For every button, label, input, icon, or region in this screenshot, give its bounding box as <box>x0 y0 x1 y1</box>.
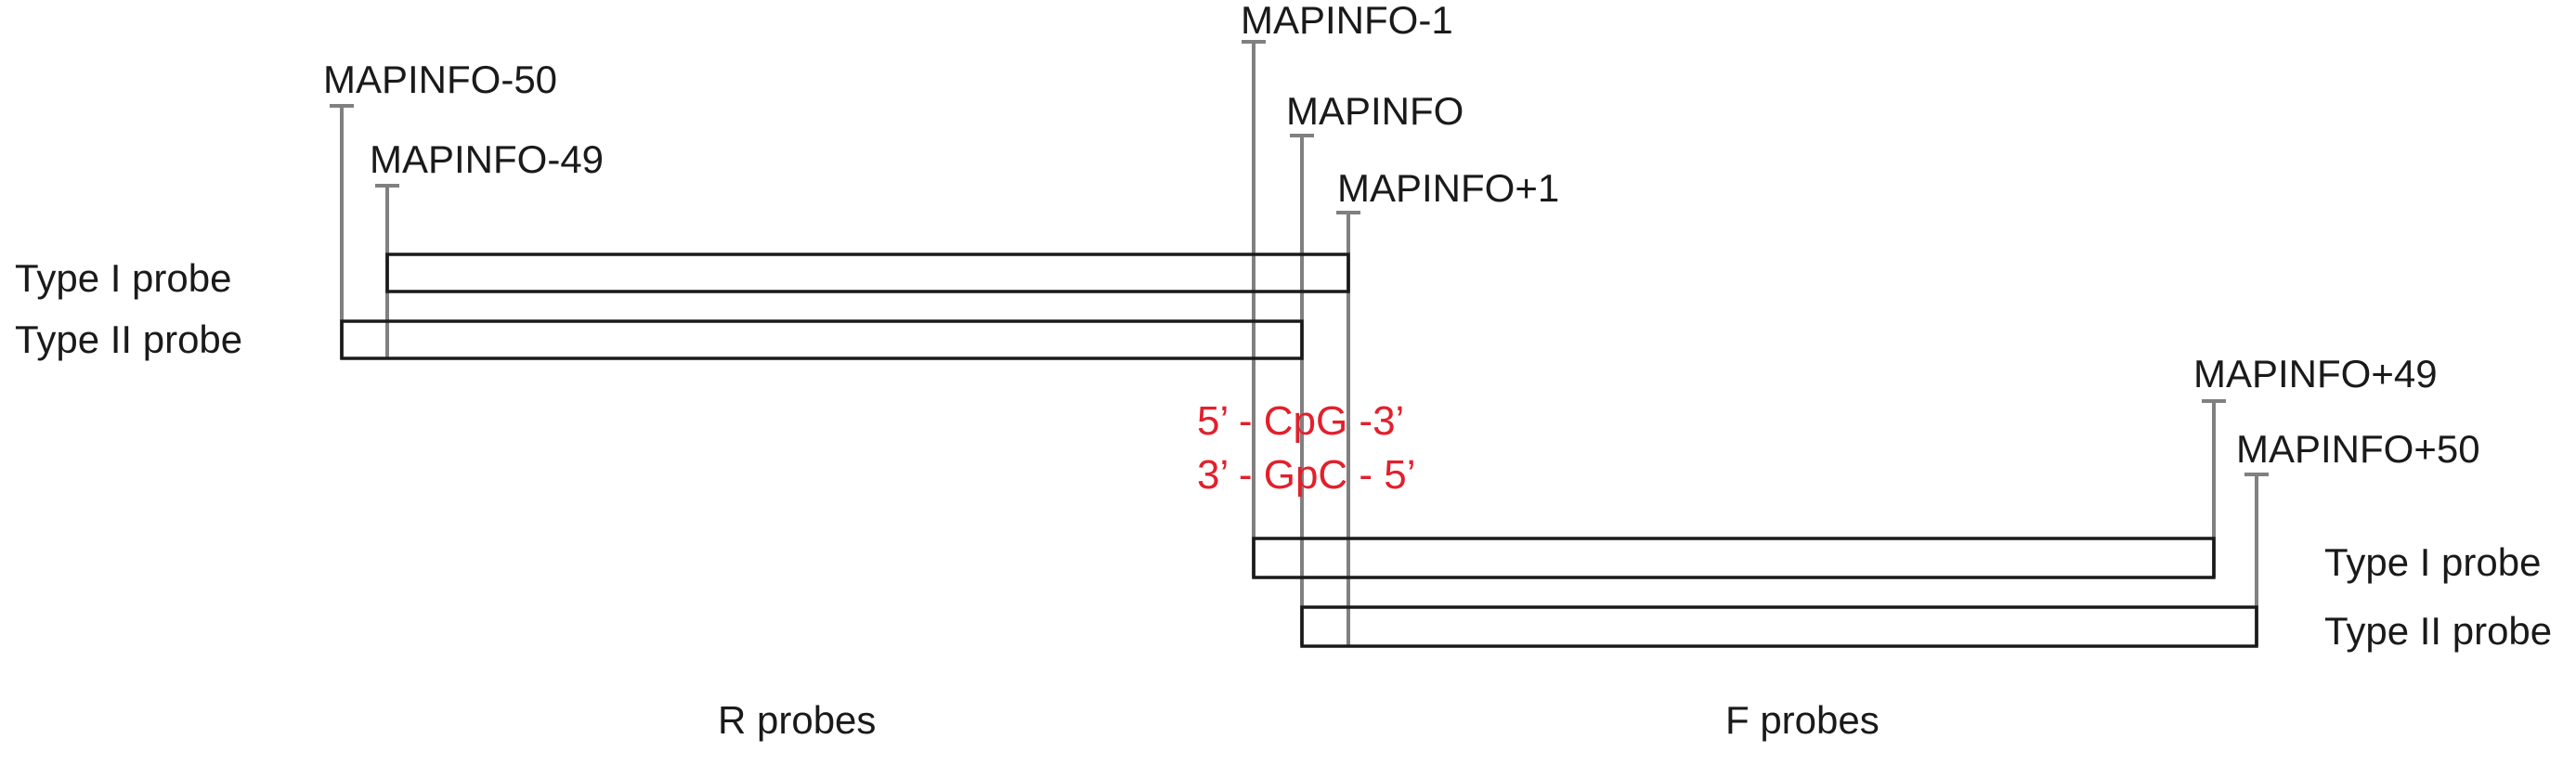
f-probe-type1-label: Type I probe <box>2324 540 2541 584</box>
r-probe-type2-label: Type II probe <box>15 318 242 361</box>
marker-mapinfo-minus-50-line <box>330 104 354 359</box>
marker-mapinfo-minus-1-line <box>1242 40 1266 577</box>
f-probes-group-label: F probes <box>1725 698 1880 742</box>
r-probes-group-label: R probes <box>718 698 876 742</box>
f-probe-type1-box <box>1252 537 2216 579</box>
marker-mapinfo-plus-49-label: MAPINFO+49 <box>2193 352 2438 395</box>
marker-mapinfo-label: MAPINFO <box>1286 89 1464 133</box>
marker-mapinfo-minus-1-label: MAPINFO-1 <box>1241 0 1453 42</box>
cpg-top-strand-label: 5’ - CpG -3’ <box>1197 398 1404 444</box>
f-probe-type2-label: Type II probe <box>2324 609 2552 653</box>
marker-mapinfo-minus-49-label: MAPINFO-49 <box>370 137 604 181</box>
marker-mapinfo-plus-50-label: MAPINFO+50 <box>2236 427 2480 471</box>
f-probe-type2-box <box>1300 605 2258 648</box>
marker-mapinfo-plus-1-label: MAPINFO+1 <box>1337 166 1559 210</box>
r-probe-type2-box <box>340 319 1304 360</box>
marker-mapinfo-minus-50-label: MAPINFO-50 <box>323 58 557 101</box>
r-probe-type1-box <box>385 253 1350 293</box>
marker-mapinfo-line <box>1290 134 1314 646</box>
cpg-bottom-strand-label: 3’ - GpC - 5’ <box>1197 452 1416 498</box>
r-probe-type1-label: Type I probe <box>15 256 231 300</box>
